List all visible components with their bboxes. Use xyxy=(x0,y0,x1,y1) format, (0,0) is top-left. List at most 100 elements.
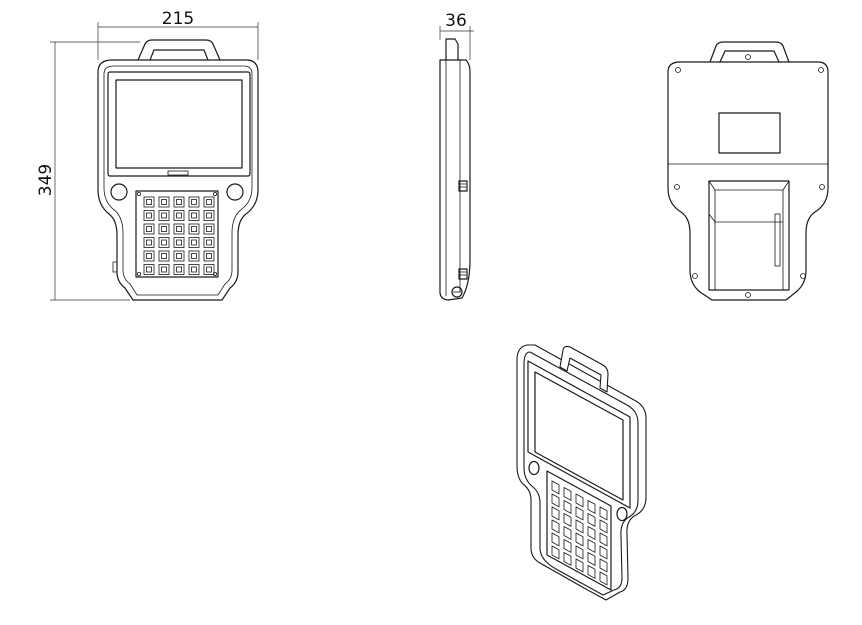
front-key-cap xyxy=(161,199,167,205)
front-key-cap xyxy=(146,212,152,219)
iso-key xyxy=(599,558,608,573)
front-key-cap xyxy=(206,266,212,273)
front-key-cap xyxy=(191,212,197,219)
front-key-cap xyxy=(146,199,152,205)
front-key xyxy=(173,250,185,262)
front-key-cap xyxy=(146,239,152,246)
dimension-width: 215 xyxy=(97,9,259,60)
front-key-cap xyxy=(176,199,182,205)
iso-key xyxy=(575,493,584,508)
front-key xyxy=(188,223,200,235)
iso-key xyxy=(587,499,596,514)
front-screen-bezel xyxy=(107,71,251,177)
front-key xyxy=(158,250,170,262)
front-key xyxy=(188,210,200,221)
front-plate-screw xyxy=(136,191,141,196)
front-handle xyxy=(137,39,221,61)
front-key-cap xyxy=(191,199,197,205)
iso-key xyxy=(587,512,596,527)
front-key-cap xyxy=(176,226,182,232)
iso-key xyxy=(599,519,608,534)
front-key xyxy=(158,223,170,235)
front-key xyxy=(188,264,200,275)
front-key-cap xyxy=(176,239,182,246)
isometric-view xyxy=(516,344,647,601)
front-key xyxy=(143,237,155,248)
front-key-cap xyxy=(206,199,212,205)
front-key-cap xyxy=(206,239,212,246)
iso-key xyxy=(587,551,596,566)
front-key xyxy=(173,237,185,248)
front-key xyxy=(188,237,200,248)
front-key xyxy=(203,210,215,221)
front-key xyxy=(158,210,170,221)
front-key xyxy=(173,264,185,275)
iso-screen xyxy=(534,371,624,501)
front-key-cap xyxy=(161,239,167,246)
dimension-depth-label: 36 xyxy=(445,11,467,31)
iso-key xyxy=(575,545,584,560)
front-key-cap xyxy=(176,212,182,219)
front-key-cap xyxy=(191,239,197,246)
iso-key xyxy=(551,506,560,521)
dimension-depth: 36 xyxy=(439,11,474,60)
iso-key xyxy=(599,545,608,560)
iso-key xyxy=(563,551,572,566)
iso-key xyxy=(599,506,608,521)
side-view xyxy=(439,38,471,301)
front-key xyxy=(203,223,215,235)
front-key xyxy=(203,264,215,275)
front-key-cap xyxy=(176,253,182,259)
front-key-cap xyxy=(176,266,182,273)
side-body-outline xyxy=(439,59,471,301)
iso-key xyxy=(587,525,596,540)
front-key xyxy=(143,264,155,275)
iso-key xyxy=(551,532,560,547)
front-key xyxy=(143,210,155,221)
iso-key xyxy=(563,525,572,540)
front-plate-screw xyxy=(212,191,217,196)
front-view xyxy=(97,39,259,301)
front-key-cap xyxy=(161,253,167,259)
front-keypad-keys xyxy=(136,191,217,276)
front-key-cap xyxy=(191,253,197,259)
back-compartment xyxy=(708,180,790,291)
iso-key xyxy=(551,519,560,534)
iso-key xyxy=(551,480,560,495)
iso-key xyxy=(575,506,584,521)
front-key-cap xyxy=(161,266,167,273)
front-key xyxy=(158,237,170,248)
front-key-cap xyxy=(206,212,212,219)
front-screen xyxy=(115,79,243,169)
front-key-cap xyxy=(161,212,167,219)
front-key xyxy=(143,223,155,235)
front-key xyxy=(173,223,185,235)
front-keypad-plate xyxy=(135,190,219,278)
front-key-cap xyxy=(146,266,152,273)
front-key-cap xyxy=(161,226,167,232)
dimension-height: 349 xyxy=(36,41,140,301)
front-key-cap xyxy=(191,266,197,273)
front-right-button xyxy=(226,183,244,201)
front-key-cap xyxy=(146,253,152,259)
iso-key xyxy=(563,499,572,514)
back-handle xyxy=(709,41,790,63)
iso-handle xyxy=(559,345,609,393)
back-view xyxy=(667,41,829,301)
iso-keypad-keys xyxy=(551,480,608,586)
iso-key xyxy=(551,493,560,508)
iso-keypad-plate xyxy=(546,470,612,591)
front-left-button xyxy=(110,183,128,201)
front-key xyxy=(143,250,155,262)
front-key-cap xyxy=(206,253,212,259)
iso-key xyxy=(575,519,584,534)
iso-key xyxy=(575,532,584,547)
front-key xyxy=(173,196,185,208)
iso-key xyxy=(563,538,572,553)
front-key xyxy=(173,210,185,221)
front-key xyxy=(143,196,155,208)
dimension-height-label: 349 xyxy=(36,164,56,196)
front-key xyxy=(158,196,170,208)
iso-key xyxy=(551,545,560,560)
front-key xyxy=(203,196,215,208)
